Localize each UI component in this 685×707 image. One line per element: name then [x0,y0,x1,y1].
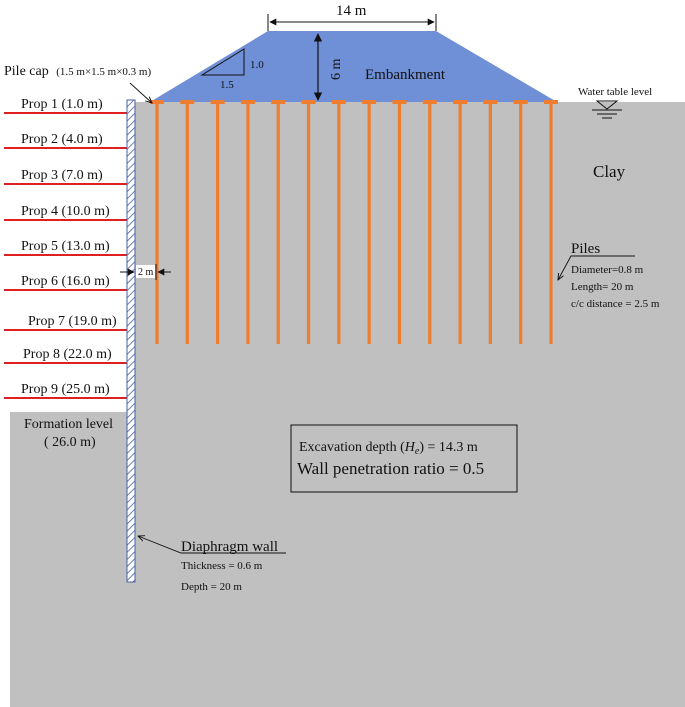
piles-spacing: c/c distance = 2.5 m [571,298,660,310]
prop-label: Prop 7 (19.0 m) [28,314,117,329]
pile [488,103,492,344]
piles-length: Length= 20 m [571,281,634,293]
pile-cap [210,100,225,104]
pile-cap-label: Pile cap (1.5 m×1.5 m×0.3 m) [4,64,151,79]
prop-label: Prop 8 (22.0 m) [23,347,112,362]
prop-label: Prop 9 (25.0 m) [21,382,110,397]
pile [216,103,220,344]
prop-label: Prop 6 (16.0 m) [21,274,110,289]
prop-label: Prop 5 (13.0 m) [21,239,110,254]
prop-label: Prop 3 (7.0 m) [21,168,103,183]
pile-cap-leader [129,82,152,103]
pile [337,103,341,344]
excavation-void [10,102,127,412]
slope-vertical-label: 1.0 [250,59,264,71]
slope-triangle [200,48,245,76]
prop-label: Prop 4 (10.0 m) [21,204,110,219]
embankment-label: Embankment [365,67,446,83]
pile [155,103,159,344]
water-table-label: Water table level [578,86,652,98]
pile-cap [331,100,346,104]
height-label: 6 m [329,59,344,81]
pile-cap [544,100,558,104]
pile [519,103,523,344]
pile-cap [240,100,255,104]
prop-label: Prop 2 (4.0 m) [21,132,103,147]
piles-title: Piles [571,241,600,257]
pile [397,103,402,344]
clay-label: Clay [593,162,626,181]
pile [458,103,462,344]
pile-group [150,100,558,344]
pile-cap-title: Pile cap [4,64,49,79]
pile-cap [271,100,286,104]
diaphragm-wall-title: Diaphragm wall [181,539,278,555]
prop-label: Prop 1 (1.0 m) [21,97,103,112]
pile-cap [483,100,498,104]
diaphragm-wall-thickness: Thickness = 0.6 m [181,560,263,572]
top-width-label: 14 m [336,3,367,19]
pile [428,103,432,344]
wall-penetration-text: Wall penetration ratio = 0.5 [297,459,484,478]
info-box [290,424,518,493]
pile [306,103,311,344]
piles-diameter: Diameter=0.8 m [571,264,644,276]
diaphragm-wall-depth: Depth = 20 m [181,581,242,593]
pile [185,103,189,344]
embankment-shape [150,31,557,102]
pile-cap-dims: (1.5 m×1.5 m×0.3 m) [56,66,151,78]
pile-cap [453,100,468,104]
pile-cap [301,100,316,104]
pile-cap [513,100,528,104]
formation-level-label: Formation level [24,417,113,432]
pile [549,103,553,344]
pile [367,103,371,344]
prop-group: Prop 1 (1.0 m) Prop 2 (4.0 m) Prop 3 (7.0 … [4,97,127,399]
pile-cap [150,100,164,104]
pile-cap [180,100,195,104]
pile-cap [392,100,407,104]
formation-level-depth: ( 26.0 m) [44,435,96,450]
slope-horizontal-label: 1.5 [220,79,234,91]
diaphragm-wall-leader [138,536,286,554]
pile-cap [422,100,437,104]
excavation-depth-text: Excavation depth (He) = 14.3 m [299,440,478,457]
wall-offset-label-bg [136,265,155,278]
water-table-triangle-icon [595,100,619,110]
piles-leader [558,255,635,280]
wall-offset-label: 2 m [138,267,154,278]
diaphragm-wall [126,99,136,583]
pile [276,103,280,344]
clay-soil-region [10,102,685,707]
pile-cap [362,100,377,104]
pile [246,103,250,344]
